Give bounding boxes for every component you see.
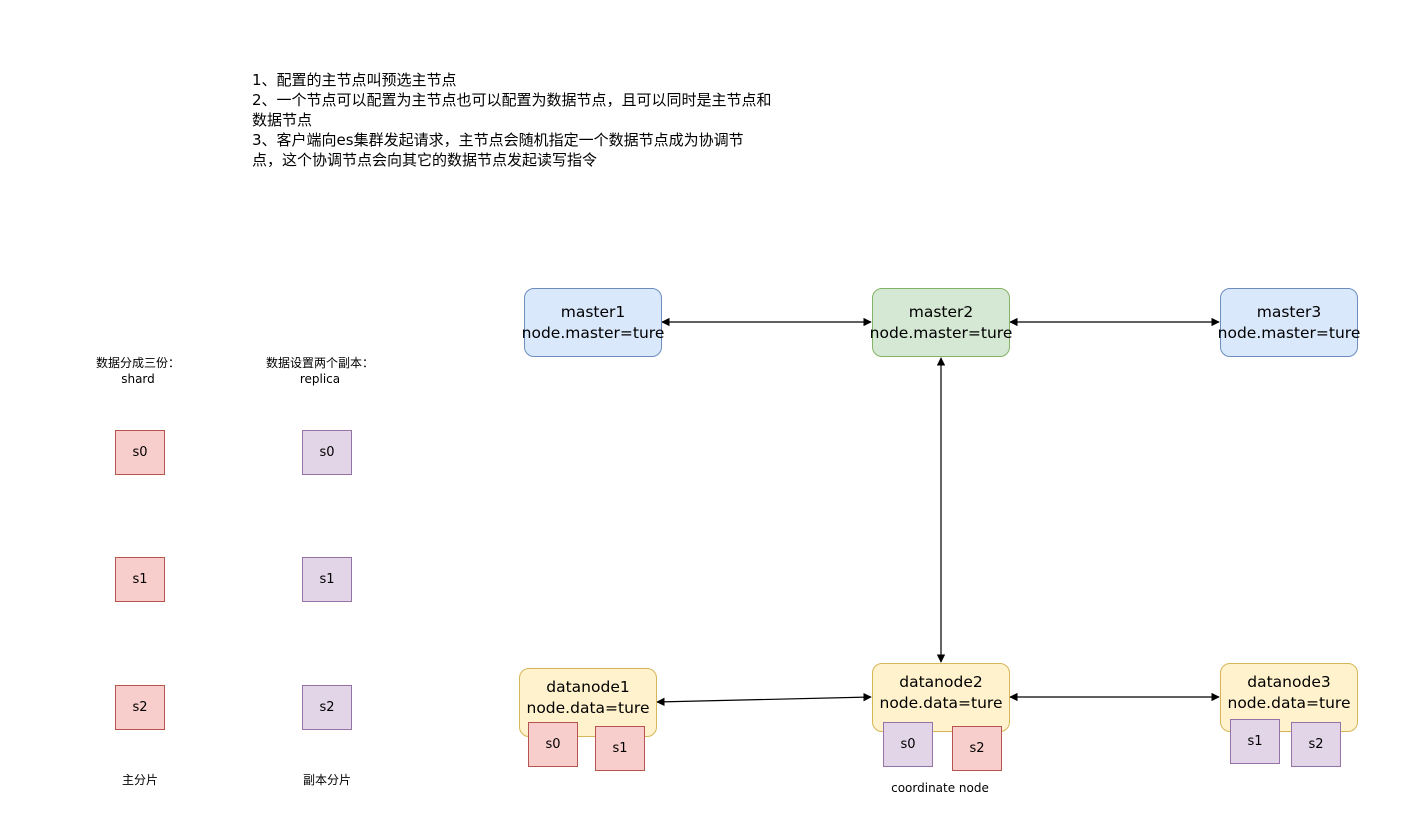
node-name: datanode1 xyxy=(546,677,630,696)
master3-node: master3 node.master=ture xyxy=(1217,288,1361,357)
datanode2-shard: s0 xyxy=(883,722,933,767)
legend-replica-shard: s1 xyxy=(302,557,352,602)
datanode3-shard: s2 xyxy=(1291,722,1341,767)
legend-primary-shard: s2 xyxy=(115,685,165,730)
datanode1-shard: s1 xyxy=(595,726,645,771)
replica-caption: 副本分片 xyxy=(302,773,351,787)
node-config: node.master=ture xyxy=(1217,323,1361,342)
datanode1-shard: s0 xyxy=(528,722,578,767)
shard-heading: 数据分成三份： shard xyxy=(78,355,198,387)
datanode2-node: datanode2 node.data=ture xyxy=(872,663,1010,732)
node-config: node.master=ture xyxy=(521,323,665,342)
node-name: datanode2 xyxy=(899,672,983,691)
legend-primary-shard: s0 xyxy=(115,430,165,475)
node-name: master3 xyxy=(1256,302,1322,321)
notes-text: 1、配置的主节点叫预选主节点 2、一个节点可以配置为主节点也可以配置为数据节点，… xyxy=(252,70,772,170)
master1-node: master1 node.master=ture xyxy=(521,288,665,357)
primary-caption: 主分片 xyxy=(121,773,158,787)
node-config: node.data=ture xyxy=(879,693,1003,712)
legend-replica-shard: s2 xyxy=(302,685,352,730)
datanode2-shard: s2 xyxy=(952,726,1002,771)
legend-replica-shard: s0 xyxy=(302,430,352,475)
node-config: node.master=ture xyxy=(869,323,1013,342)
replica-heading-text: 数据设置两个副本： xyxy=(265,356,374,370)
node-config: node.data=ture xyxy=(1227,693,1351,712)
coordinate-node-label: coordinate node xyxy=(891,781,989,795)
master2-node: master2 node.master=ture xyxy=(869,288,1013,357)
node-name: master1 xyxy=(560,302,626,321)
note-1: 1、配置的主节点叫预选主节点 xyxy=(252,71,457,89)
arrow-datanode1-datanode2 xyxy=(656,692,872,707)
legend-primary-shard: s1 xyxy=(115,557,165,602)
note-3: 3、客户端向es集群发起请求，主节点会随机指定一个数据节点成为协调节点，这个协调… xyxy=(252,131,744,169)
shard-heading-text: 数据分成三份： xyxy=(95,356,180,370)
replica-sub-text: replica xyxy=(299,372,341,386)
node-name: master2 xyxy=(908,302,974,321)
datanode3-shard: s1 xyxy=(1230,719,1280,764)
note-2: 2、一个节点可以配置为主节点也可以配置为数据节点，且可以同时是主节点和数据节点 xyxy=(252,91,772,129)
replica-heading: 数据设置两个副本： replica xyxy=(255,355,385,387)
node-config: node.data=ture xyxy=(526,698,650,717)
shard-sub-text: shard xyxy=(121,372,155,386)
node-name: datanode3 xyxy=(1247,672,1331,691)
